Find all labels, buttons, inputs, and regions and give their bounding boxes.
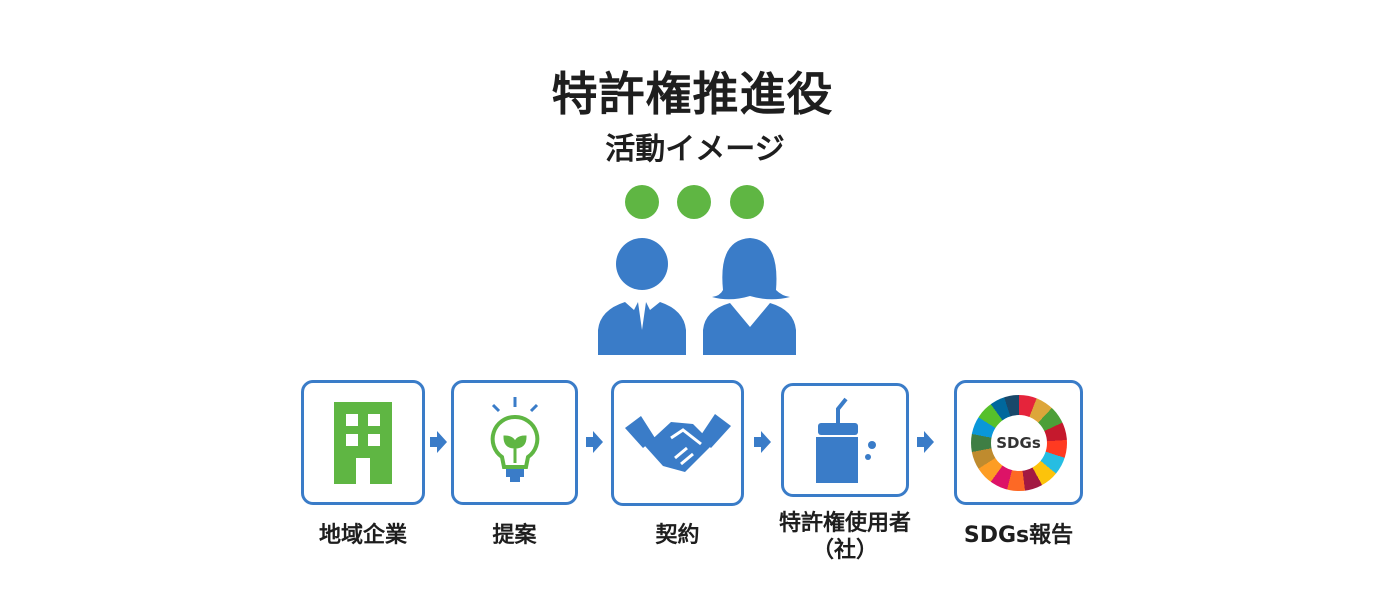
arrow-right-icon	[917, 431, 934, 453]
arrow-right-icon	[754, 431, 771, 453]
man-icon	[598, 238, 686, 355]
step-label: 提案	[492, 523, 537, 548]
step-box-contract	[611, 380, 744, 506]
woman-icon	[703, 238, 796, 355]
speech-dot-icon	[730, 185, 764, 219]
page-title: 特許権推進役	[551, 67, 834, 121]
drink-cup-icon	[816, 397, 876, 483]
lightbulb-sprout-icon	[490, 397, 539, 482]
speech-dot-icon	[625, 185, 659, 219]
step-box-local-company	[301, 380, 425, 505]
handshake-icon	[624, 414, 731, 472]
step-box-sdgs-report: SDGs	[954, 380, 1083, 505]
sdgs-wheel-text: SDGs	[990, 414, 1047, 471]
step-label: SDGs報告	[963, 523, 1074, 548]
arrow-right-icon	[586, 431, 603, 453]
step-label: 特許権使用者 （社）	[761, 510, 929, 564]
step-label-line2: （社）	[811, 538, 878, 563]
page-subtitle: 活動イメージ	[605, 132, 785, 167]
speech-dot-icon	[677, 185, 711, 219]
building-icon	[334, 402, 392, 484]
step-label-line1: 特許権使用者	[778, 511, 911, 536]
step-label: 地域企業	[318, 523, 407, 548]
step-box-proposal	[451, 380, 578, 505]
arrow-right-icon	[430, 431, 447, 453]
step-label: 契約	[655, 523, 700, 548]
sdgs-wheel-icon: SDGs	[970, 394, 1067, 491]
step-box-patent-user	[781, 383, 909, 497]
people-icon	[598, 238, 796, 355]
